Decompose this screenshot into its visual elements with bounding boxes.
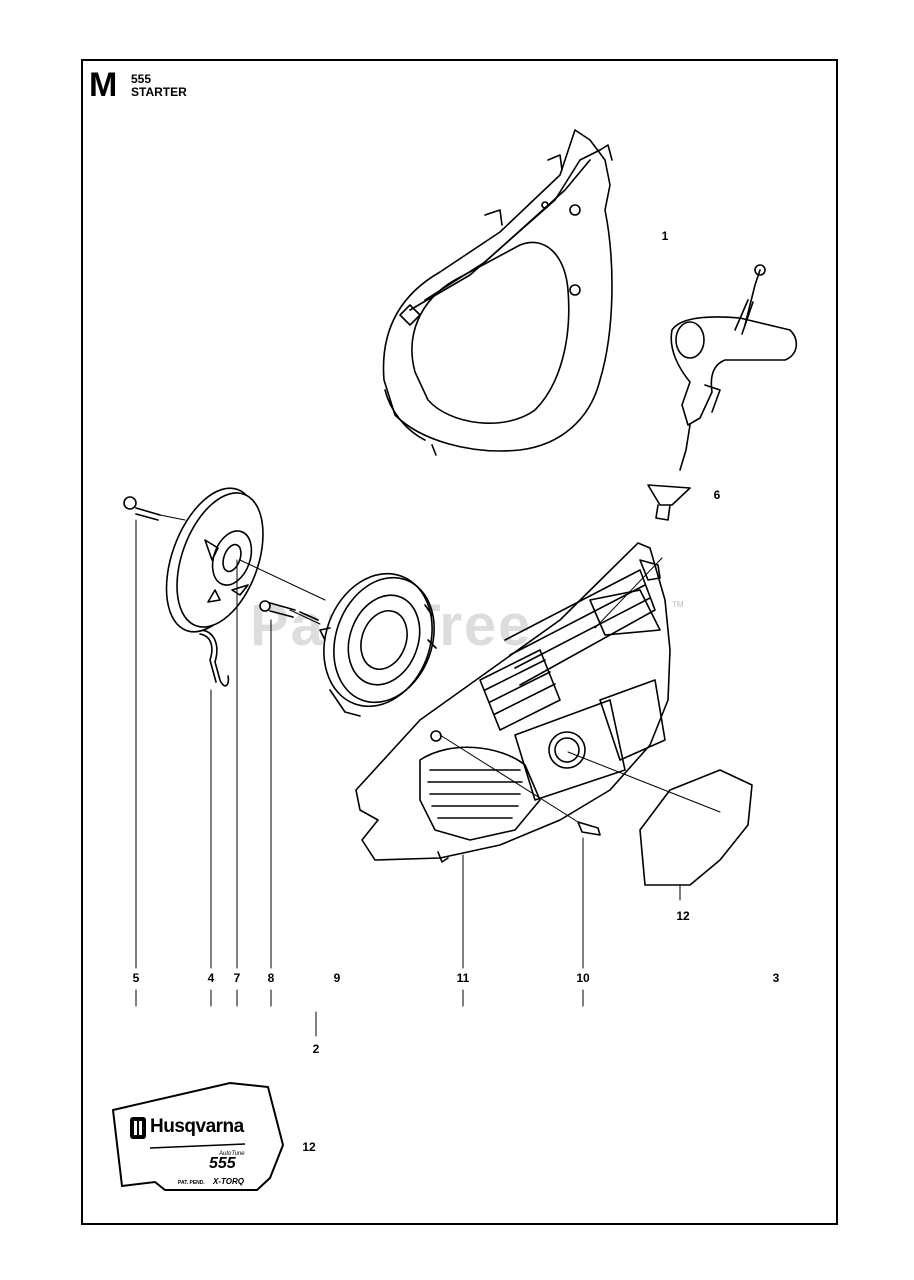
decal-outline-part bbox=[639, 769, 753, 886]
callout-8: 8 bbox=[267, 971, 275, 985]
callout-5: 5 bbox=[132, 971, 140, 985]
callout-1: 1 bbox=[661, 229, 669, 243]
callout-6: 6 bbox=[713, 488, 721, 502]
leader-lines bbox=[135, 514, 721, 1037]
diagram-frame bbox=[81, 59, 838, 1225]
screw-8-part bbox=[259, 600, 319, 621]
callout-11: 11 bbox=[456, 971, 470, 985]
section-title: STARTER bbox=[131, 85, 187, 99]
screw-5-part bbox=[123, 496, 161, 521]
spring-part bbox=[194, 629, 230, 687]
fan-cover-part bbox=[382, 129, 613, 456]
starter-pulley-part bbox=[319, 572, 437, 717]
decal-model: 555 bbox=[209, 1155, 236, 1172]
callout-9: 9 bbox=[333, 971, 341, 985]
starter-handle-part bbox=[670, 264, 798, 471]
decal-card bbox=[111, 1081, 285, 1191]
rope-guide-part bbox=[647, 484, 691, 521]
callout-12-lower: 12 bbox=[302, 1140, 316, 1154]
watermark-tm: TM bbox=[672, 600, 684, 609]
callout-2: 2 bbox=[312, 1042, 320, 1056]
section-model: 555 bbox=[131, 72, 152, 86]
callout-7: 7 bbox=[233, 971, 241, 985]
decal-xtorq: X-TORQ bbox=[213, 1177, 244, 1186]
section-letter: M bbox=[89, 66, 118, 104]
pulley-part bbox=[165, 487, 264, 633]
callout-10: 10 bbox=[576, 971, 590, 985]
callout-12-upper: 12 bbox=[676, 909, 690, 923]
decal-autotune: AutoTune bbox=[219, 1151, 245, 1157]
decal-patent: PAT. PEND. bbox=[178, 1180, 205, 1186]
starter-housing-part bbox=[355, 542, 671, 863]
screw-10-part bbox=[577, 821, 601, 836]
callout-3: 3 bbox=[772, 971, 780, 985]
decal-brand: Husqvarna bbox=[150, 1116, 244, 1137]
callout-4: 4 bbox=[207, 971, 215, 985]
